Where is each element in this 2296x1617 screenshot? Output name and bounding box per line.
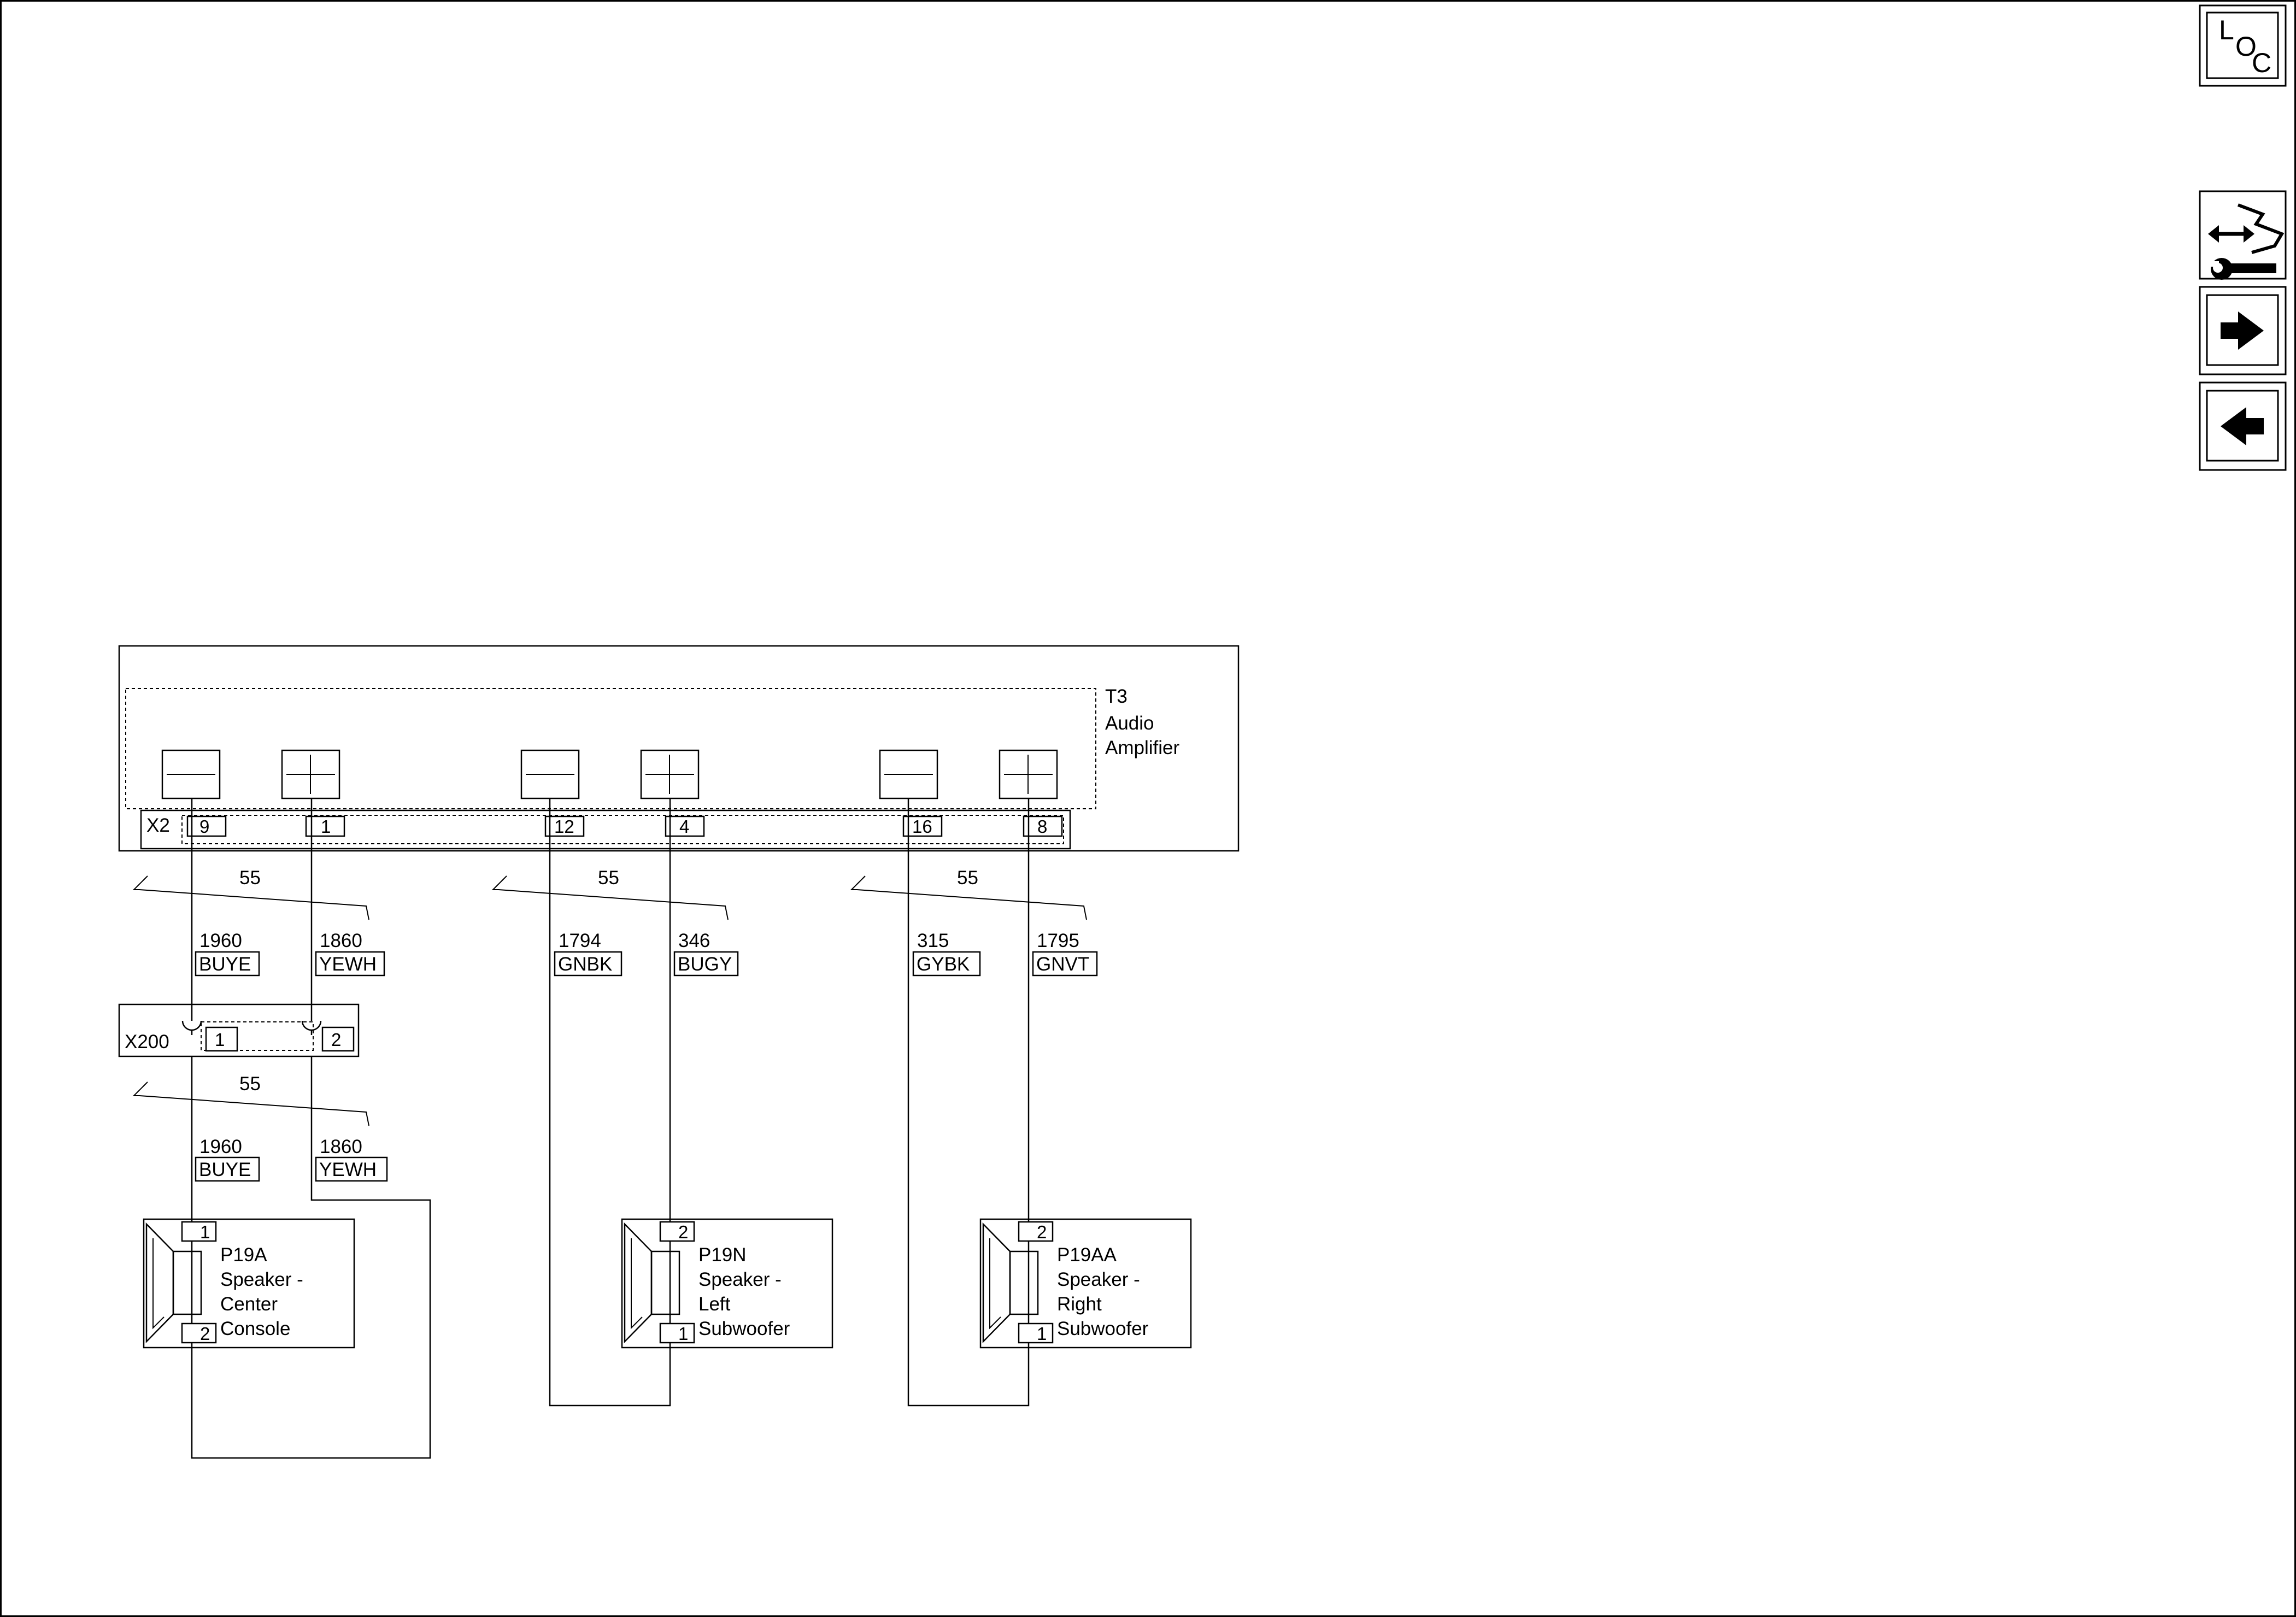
speaker-name-line2: Right (1057, 1293, 1102, 1315)
wire-labels-lower: 1960 BUYE 1860 YEWH (195, 1136, 388, 1182)
speaker-pin: 1 (200, 1222, 210, 1242)
speaker-name-line3: Console (220, 1318, 290, 1339)
speaker-p19aa: 2 1 P19AA Speaker - Right Subwoofer (979, 1218, 1192, 1349)
x2-pin: 8 (1037, 816, 1047, 837)
speaker-name-line3: Subwoofer (1057, 1318, 1149, 1339)
wire-color: YEWH (319, 1159, 377, 1180)
speaker-name-line1: Speaker - (220, 1269, 303, 1290)
speaker-pin: 2 (200, 1324, 210, 1344)
terminal-minus-3 (879, 749, 938, 799)
connector-x2-label: X2 (146, 815, 170, 836)
amplifier-ref: T3 (1105, 686, 1128, 707)
terminal-minus-2 (520, 749, 580, 799)
speaker-name-line1: Speaker - (1057, 1269, 1140, 1290)
amplifier-name-line1: Audio (1105, 713, 1154, 734)
wire-center-console-loop (191, 1035, 431, 1459)
wire-left-subwoofer-loop (549, 798, 671, 1407)
twist-label: 55 (598, 867, 619, 889)
speaker-name-line3: Subwoofer (698, 1318, 790, 1339)
wire-circuit: 1860 (320, 1136, 362, 1157)
wiring-tools-icon (2203, 203, 2285, 280)
speaker-p19n: 2 1 P19N Speaker - Left Subwoofer (621, 1218, 833, 1349)
loc-letter-o: O (2235, 31, 2257, 62)
arrow-right-icon (2221, 311, 2264, 350)
wire-circuit: 1960 (199, 1136, 242, 1157)
speaker-name-line1: Speaker - (698, 1269, 782, 1290)
wire-color: BUYE (199, 954, 251, 975)
wires (191, 798, 1030, 1459)
connector-x200: X200 1 2 (118, 1003, 360, 1057)
terminal-plus-1 (281, 749, 340, 799)
wire-color: GNVT (1036, 954, 1089, 975)
wire-color: YEWH (319, 954, 377, 975)
twist-label: 55 (239, 867, 261, 889)
wire-circuit: 1794 (559, 930, 601, 951)
speaker-p19a: 1 2 P19A Speaker - Center Console (143, 1218, 355, 1349)
x200-pin: 2 (331, 1030, 341, 1050)
loc-button[interactable]: L O C (2199, 4, 2287, 87)
speaker-ref: P19A (220, 1244, 267, 1266)
wire-color: GYBK (917, 954, 970, 975)
loc-letter-l: L (2219, 15, 2234, 45)
arrow-left-icon (2221, 407, 2264, 445)
loc-letter-c: C (2252, 48, 2271, 78)
twist-label: 55 (239, 1073, 261, 1095)
speaker-pin: 2 (678, 1222, 688, 1242)
terminal-plus-2 (640, 749, 700, 799)
x2-pin: 9 (199, 816, 209, 837)
speaker-ref: P19N (698, 1244, 747, 1266)
wire-circuit: 346 (678, 930, 710, 951)
speaker-pin: 1 (678, 1324, 688, 1344)
wire-circuit: 1860 (320, 930, 362, 951)
wire-color: GNBK (558, 954, 612, 975)
twist-label: 55 (957, 867, 978, 889)
wire-color: BUYE (199, 1159, 251, 1180)
speaker-name-line2: Center (220, 1293, 278, 1315)
terminal-plus-3 (999, 749, 1058, 799)
connector-x200-label: X200 (125, 1031, 169, 1052)
x200-pin: 1 (215, 1030, 225, 1050)
wire-right-subwoofer-loop (907, 798, 1030, 1407)
wiring-tools-button[interactable] (2199, 190, 2287, 280)
wire-circuit: 1960 (199, 930, 242, 951)
speaker-ref: P19AA (1057, 1244, 1117, 1266)
speaker-name-line2: Left (698, 1293, 731, 1315)
x2-pin: 16 (912, 816, 932, 837)
speaker-pin: 1 (1037, 1324, 1047, 1344)
wire-color: BUGY (678, 954, 732, 975)
audio-amplifier: T3 Audio Amplifier (118, 645, 1240, 852)
x2-pin: 1 (321, 816, 331, 837)
x2-pin: 4 (679, 816, 689, 837)
amplifier-name-line2: Amplifier (1105, 737, 1179, 758)
x2-pin: 12 (554, 816, 574, 837)
speaker-pin: 2 (1037, 1222, 1047, 1242)
connector-x2: X2 9 1 12 4 16 8 (140, 809, 1071, 850)
next-page-button[interactable] (2199, 286, 2287, 375)
wire-circuit: 1795 (1037, 930, 1079, 951)
previous-page-button[interactable] (2199, 381, 2287, 471)
terminal-minus-1 (161, 749, 221, 799)
twist-marks (132, 875, 1087, 1126)
wire-labels-upper: 1960 BUYE 1860 YEWH 1794 GNBK 346 BUGY 3… (195, 930, 1098, 977)
wire-circuit: 315 (917, 930, 949, 951)
